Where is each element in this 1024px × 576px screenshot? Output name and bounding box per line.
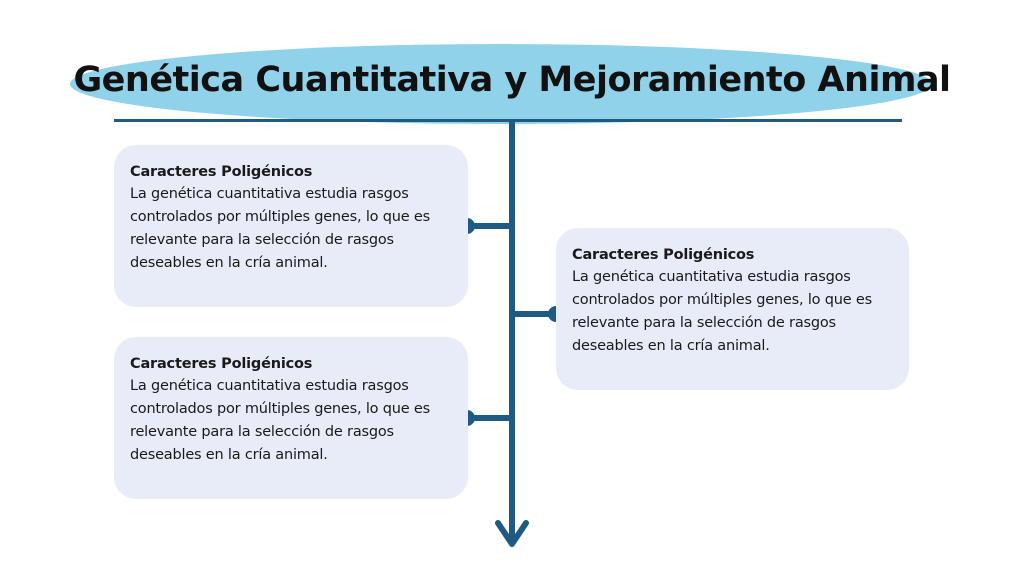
card-text: La genética cuantitativa estudia rasgos …: [572, 269, 872, 354]
page-title: Genética Cuantitativa y Mejoramiento Ani…: [73, 60, 951, 100]
timeline-arrowhead: [495, 520, 529, 547]
timeline-card-3: Caracteres Poligénicos La genética cuant…: [556, 228, 909, 390]
card-heading: Caracteres Poligénicos: [130, 356, 313, 372]
card-heading: Caracteres Poligénicos: [130, 164, 313, 180]
title-underline: [114, 119, 902, 122]
card-text: La genética cuantitativa estudia rasgos …: [130, 186, 430, 271]
card-heading: Caracteres Poligénicos: [572, 247, 755, 263]
timeline-card-1: Caracteres Poligénicos La genética cuant…: [114, 145, 468, 307]
timeline-card-2: Caracteres Poligénicos La genética cuant…: [114, 337, 468, 499]
title-ellipse: [70, 44, 932, 124]
card-text: La genética cuantitativa estudia rasgos …: [130, 378, 430, 463]
